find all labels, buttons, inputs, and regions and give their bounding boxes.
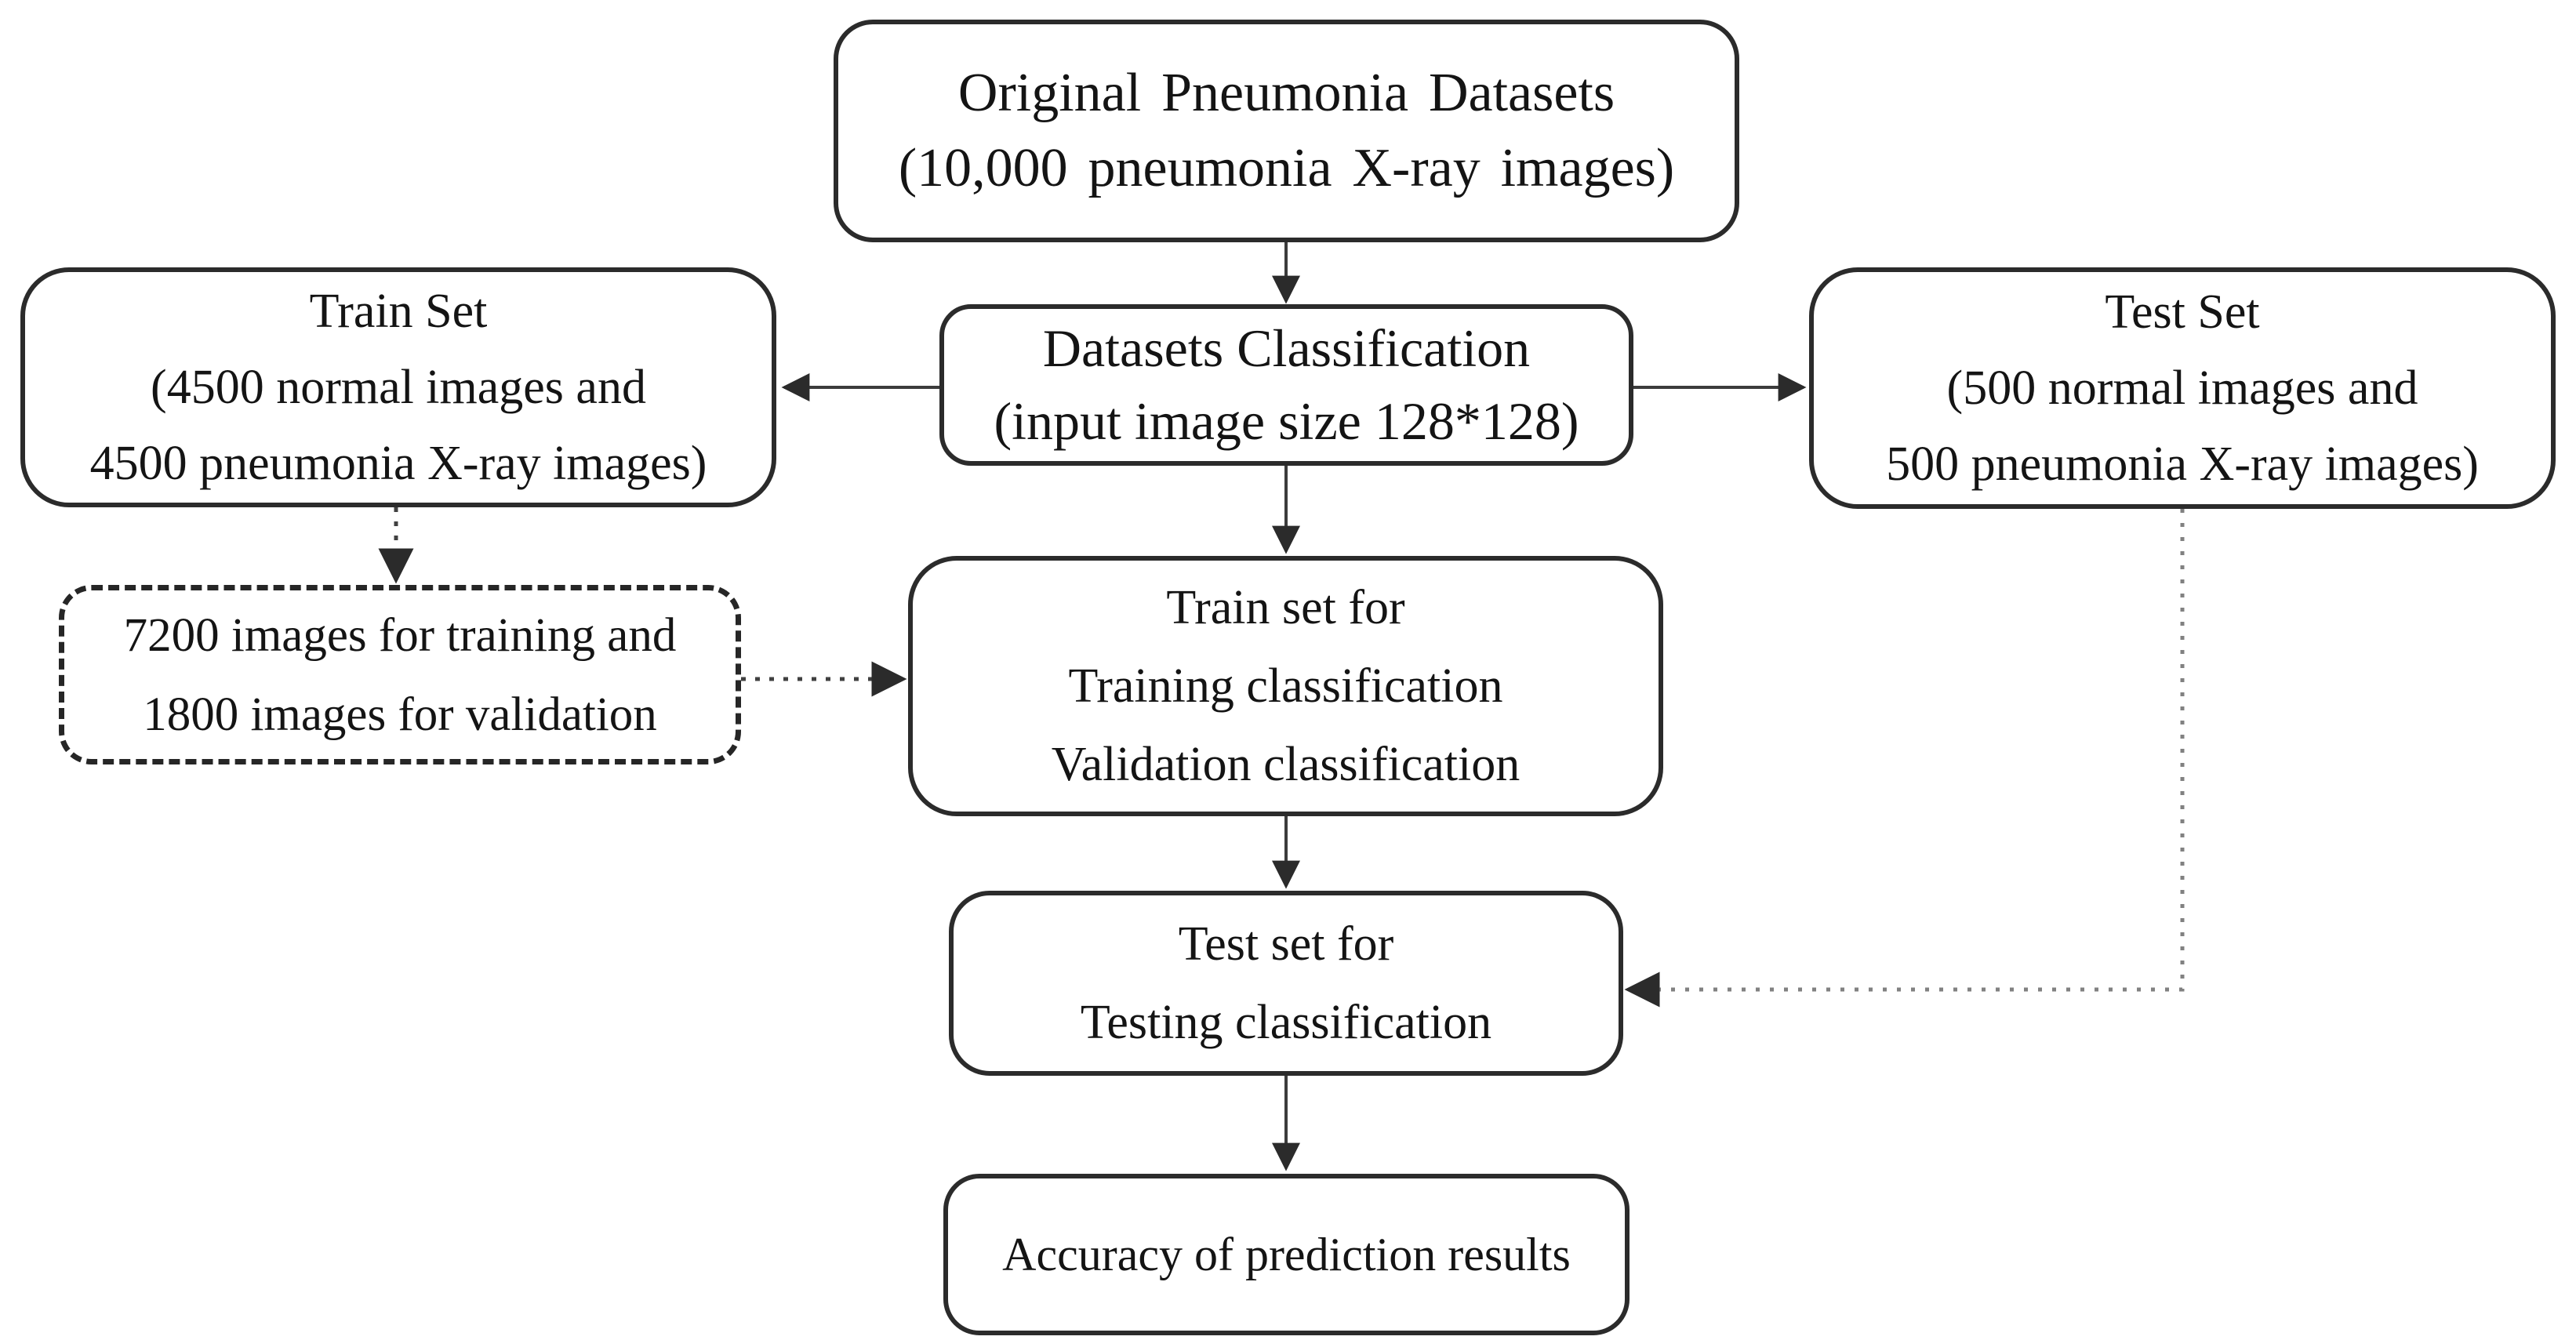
node-text-line: Train set for: [1166, 581, 1405, 634]
node-text-line: (input image size 128*128): [994, 391, 1579, 451]
node-datasets-classification: Datasets Classification (input image siz…: [939, 304, 1633, 466]
node-text-line: Validation classification: [1051, 738, 1521, 791]
node-text-line: 4500 pneumonia X-ray images): [89, 436, 707, 490]
node-text-line: 1800 images for validation: [143, 688, 657, 741]
node-test-set: Test Set (500 normal images and 500 pneu…: [1809, 267, 2556, 509]
node-original-datasets: Original Pneumonia Datasets (10,000 pneu…: [834, 20, 1739, 242]
node-accuracy-of-prediction: Accuracy of prediction results: [943, 1174, 1630, 1335]
node-text-line: 500 pneumonia X-ray images): [1886, 437, 2479, 491]
node-text-line: Testing classification: [1080, 996, 1492, 1049]
node-text-line: Original Pneumonia Datasets: [957, 63, 1615, 123]
node-train-validation-split: 7200 images for training and 1800 images…: [59, 585, 741, 764]
node-text-line: 7200 images for training and: [123, 608, 677, 662]
node-text-line: (500 normal images and: [1946, 361, 2418, 415]
node-text-line: Train Set: [309, 284, 488, 338]
node-text-line: Datasets Classification: [1042, 318, 1531, 378]
node-text-line: (10,000 pneumonia X-ray images): [898, 138, 1675, 198]
node-test-set-for-classification: Test set for Testing classification: [949, 891, 1623, 1076]
node-text-line: Accuracy of prediction results: [1002, 1229, 1571, 1280]
node-text-line: Training classification: [1068, 659, 1503, 713]
edge-test_set-to-test_for_classification: [1624, 509, 2185, 1008]
node-text-line: Test set for: [1178, 917, 1394, 971]
node-train-set-for-classification: Train set for Training classification Va…: [908, 556, 1663, 816]
node-text-line: Test Set: [2105, 285, 2260, 339]
node-train-set: Train Set (4500 normal images and 4500 p…: [20, 267, 776, 507]
node-text-line: (4500 normal images and: [151, 360, 646, 414]
